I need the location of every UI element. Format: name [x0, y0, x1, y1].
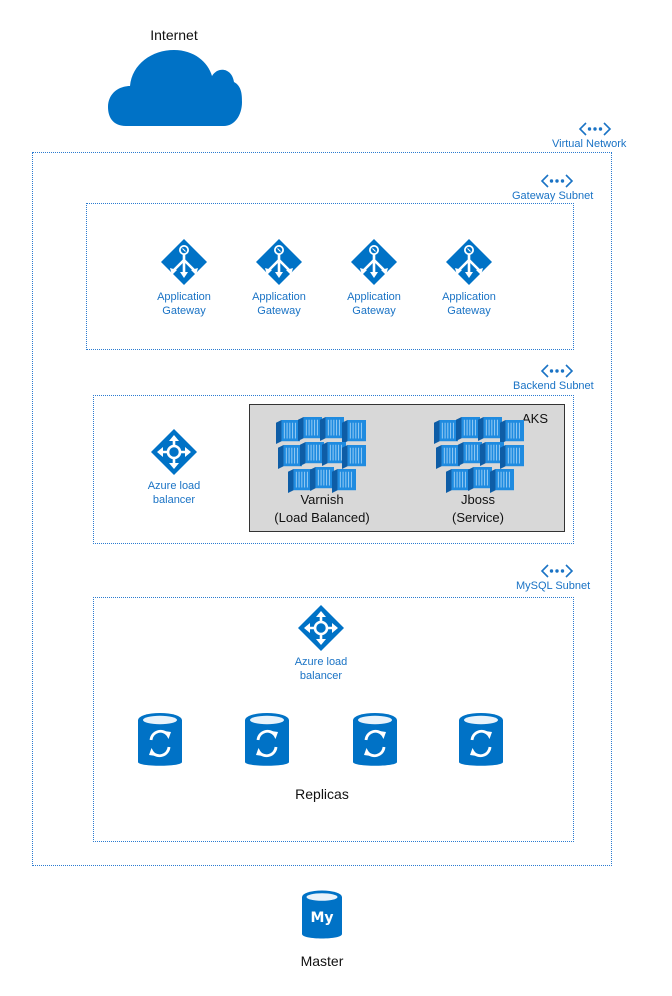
application-gateway-icon: [350, 238, 398, 286]
gateway-label-line1: Application: [347, 291, 401, 303]
aks-cluster: AKS Varnish (Load Balanced): [249, 404, 565, 532]
application-gateway-icon: [445, 238, 493, 286]
cloud-icon: [108, 46, 242, 128]
load-balancer-label-line2: balancer: [152, 494, 196, 506]
mysql-load-balancer: Azure load balancer: [281, 604, 361, 683]
varnish-label-line1: Varnish: [300, 492, 344, 507]
virtual-network-boundary: [32, 152, 612, 866]
mysql-icon-text: My: [310, 910, 334, 926]
virtual-network-icon: [578, 121, 612, 137]
application-gateway-icon: [160, 238, 208, 286]
application-gateway-3: Application Gateway: [334, 238, 414, 318]
gateway-label-line1: Application: [252, 291, 306, 303]
jboss-label-line2: (Service): [451, 510, 504, 525]
mysql-master-icon: My: [302, 890, 342, 942]
load-balancer-label-line2: balancer: [299, 670, 343, 682]
gateway-subnet-label: Gateway Subnet: [512, 190, 594, 202]
load-balancer-icon: [150, 428, 198, 476]
load-balancer-label-line1: Azure load: [147, 480, 201, 492]
application-gateway-1: Application Gateway: [144, 238, 224, 318]
replica-database-icon: [245, 712, 289, 770]
backend-subnet-boundary: [93, 395, 574, 544]
backend-subnet-icon: [540, 363, 574, 379]
gateway-label-line2: Gateway: [257, 305, 301, 317]
varnish-label-line2: (Load Balanced): [274, 510, 370, 525]
gateway-subnet-boundary: [86, 203, 574, 350]
varnish-container-icon: [276, 417, 368, 495]
master-label: Master: [300, 953, 344, 969]
aks-label: AKS: [521, 411, 548, 426]
gateway-label-line2: Gateway: [447, 305, 491, 317]
replicas-label: Replicas: [295, 786, 349, 802]
internet-label: Internet: [150, 27, 198, 43]
load-balancer-label-line1: Azure load: [294, 656, 348, 668]
virtual-network-label: Virtual Network: [552, 138, 627, 150]
jboss-container-icon: [434, 417, 526, 495]
application-gateway-4: Application Gateway: [429, 238, 509, 318]
mysql-subnet-icon: [540, 563, 574, 579]
replica-database-icon: [353, 712, 397, 770]
backend-load-balancer: Azure load balancer: [134, 428, 214, 507]
jboss-label-line1: Jboss: [461, 492, 495, 507]
load-balancer-icon: [297, 604, 345, 652]
mysql-subnet-label: MySQL Subnet: [516, 580, 591, 592]
gateway-subnet-icon: [540, 173, 574, 189]
replica-database-icon: [138, 712, 182, 770]
application-gateway-2: Application Gateway: [239, 238, 319, 318]
mysql-subnet-boundary: [93, 597, 574, 842]
gateway-label-line2: Gateway: [352, 305, 396, 317]
gateway-label-line1: Application: [157, 291, 211, 303]
backend-subnet-label: Backend Subnet: [513, 380, 594, 392]
gateway-label-line2: Gateway: [162, 305, 206, 317]
application-gateway-icon: [255, 238, 303, 286]
gateway-label-line1: Application: [442, 291, 496, 303]
replica-database-icon: [459, 712, 503, 770]
